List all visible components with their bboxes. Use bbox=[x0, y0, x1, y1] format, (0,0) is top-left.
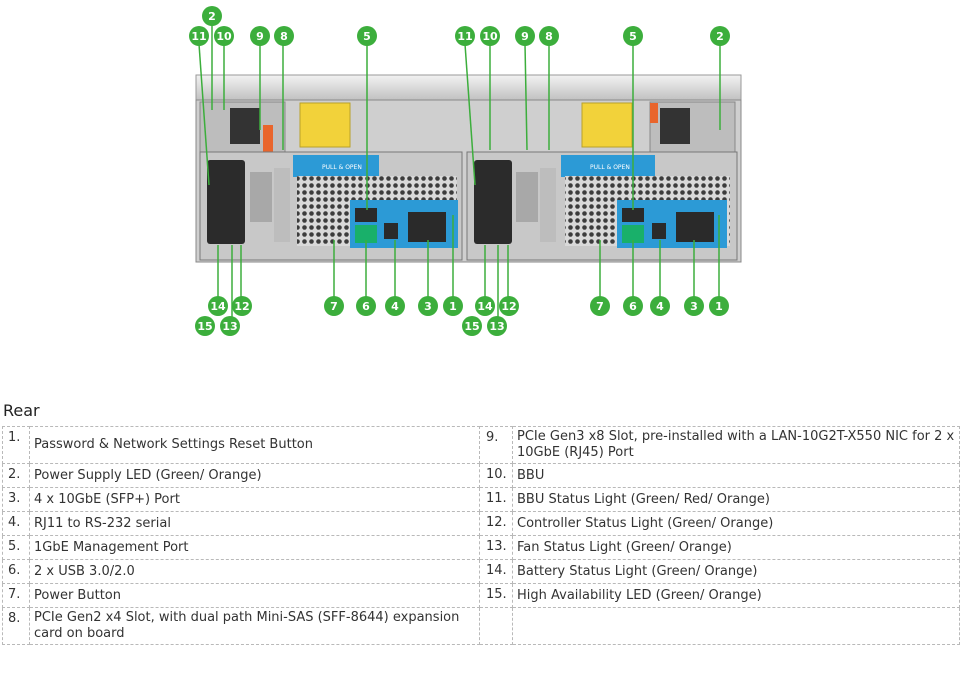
item-description: Power Supply LED (Green/ Orange) bbox=[29, 463, 480, 488]
item-number: 9. bbox=[479, 426, 513, 464]
device-label: PULL & OPEN bbox=[590, 164, 630, 171]
table-row: 3. 4 x 10GbE (SFP+) Port 11. BBU Status … bbox=[2, 487, 960, 512]
callout-label: 7 bbox=[596, 300, 604, 313]
callouts-bottom: 14 12 7 6 4 3 1 14 12 7 6 4 3 1 bbox=[208, 296, 729, 316]
item-description: Controller Status Light (Green/ Orange) bbox=[512, 511, 960, 536]
callout-label: 2 bbox=[208, 10, 216, 23]
callout-label: 9 bbox=[256, 30, 264, 43]
item-number: 1. bbox=[2, 426, 30, 464]
callout-label: 10 bbox=[216, 30, 232, 43]
item-description: PCIe Gen2 x4 Slot, with dual path Mini-S… bbox=[29, 607, 480, 645]
item-number: 11. bbox=[479, 487, 513, 512]
callout-label: 2 bbox=[716, 30, 724, 43]
callout-label: 1 bbox=[449, 300, 457, 313]
item-description: BBU bbox=[512, 463, 960, 488]
item-description: BBU Status Light (Green/ Red/ Orange) bbox=[512, 487, 960, 512]
table-row: 8. PCIe Gen2 x4 Slot, with dual path Min… bbox=[2, 607, 960, 645]
device-label: PULL & OPEN bbox=[322, 164, 362, 171]
leader-lines bbox=[198, 24, 721, 320]
item-number: 5. bbox=[2, 535, 30, 560]
section-title: Rear bbox=[3, 401, 40, 420]
rear-spec-table: 1. Password & Network Settings Reset But… bbox=[2, 426, 960, 645]
table-row: 5. 1GbE Management Port 13. Fan Status L… bbox=[2, 535, 960, 560]
item-number: 8. bbox=[2, 607, 30, 645]
item-description: 4 x 10GbE (SFP+) Port bbox=[29, 487, 480, 512]
item-number: 15. bbox=[479, 583, 513, 608]
item-number: 12. bbox=[479, 511, 513, 536]
callouts-bottom-2: 15 13 15 13 bbox=[195, 316, 507, 336]
table-row: 2. Power Supply LED (Green/ Orange) 10. … bbox=[2, 463, 960, 488]
item-number: 10. bbox=[479, 463, 513, 488]
callout-label: 3 bbox=[424, 300, 432, 313]
callout-label: 13 bbox=[222, 320, 237, 333]
callout-label: 1 bbox=[715, 300, 723, 313]
callout-label: 11 bbox=[457, 30, 472, 43]
callouts-top: 11 10 9 8 5 11 10 9 8 5 2 2 bbox=[189, 6, 730, 46]
callout-label: 12 bbox=[501, 300, 516, 313]
item-description: Power Button bbox=[29, 583, 480, 608]
callout-label: 5 bbox=[629, 30, 637, 43]
chassis bbox=[195, 74, 742, 263]
item-number: 14. bbox=[479, 559, 513, 584]
item-description: Fan Status Light (Green/ Orange) bbox=[512, 535, 960, 560]
item-description bbox=[512, 607, 960, 645]
callout-label: 6 bbox=[629, 300, 637, 313]
callout-label: 15 bbox=[197, 320, 212, 333]
callout-label: 6 bbox=[362, 300, 370, 313]
item-description: 2 x USB 3.0/2.0 bbox=[29, 559, 480, 584]
item-number: 13. bbox=[479, 535, 513, 560]
callout-label: 4 bbox=[656, 300, 664, 313]
callout-label: 4 bbox=[391, 300, 399, 313]
item-number: 4. bbox=[2, 511, 30, 536]
callout-label: 8 bbox=[545, 30, 553, 43]
table-row: 1. Password & Network Settings Reset But… bbox=[2, 426, 960, 464]
item-number: 6. bbox=[2, 559, 30, 584]
table-row: 7. Power Button 15. High Availability LE… bbox=[2, 583, 960, 608]
callout-label: 5 bbox=[363, 30, 371, 43]
item-description: RJ11 to RS-232 serial bbox=[29, 511, 480, 536]
callout-label: 12 bbox=[234, 300, 249, 313]
callout-label: 9 bbox=[521, 30, 529, 43]
table-row: 4. RJ11 to RS-232 serial 12. Controller … bbox=[2, 511, 960, 536]
item-number: 7. bbox=[2, 583, 30, 608]
item-description: High Availability LED (Green/ Orange) bbox=[512, 583, 960, 608]
table-row: 6. 2 x USB 3.0/2.0 14. Battery Status Li… bbox=[2, 559, 960, 584]
callout-label: 11 bbox=[191, 30, 206, 43]
item-number: 3. bbox=[2, 487, 30, 512]
callout-label: 14 bbox=[210, 300, 226, 313]
item-description: PCIe Gen3 x8 Slot, pre-installed with a … bbox=[512, 426, 960, 464]
item-number bbox=[479, 607, 513, 645]
callout-label: 8 bbox=[280, 30, 288, 43]
callout-label: 15 bbox=[464, 320, 479, 333]
item-number: 2. bbox=[2, 463, 30, 488]
item-description: Battery Status Light (Green/ Orange) bbox=[512, 559, 960, 584]
rear-panel-figure: PULL & OPEN PULL & OPEN 11 10 bbox=[189, 6, 742, 336]
callout-label: 3 bbox=[690, 300, 698, 313]
callout-label: 13 bbox=[489, 320, 504, 333]
callout-label: 10 bbox=[482, 30, 498, 43]
item-description: 1GbE Management Port bbox=[29, 535, 480, 560]
callout-label: 14 bbox=[477, 300, 493, 313]
item-description: Password & Network Settings Reset Button bbox=[29, 426, 480, 464]
callout-label: 7 bbox=[330, 300, 338, 313]
